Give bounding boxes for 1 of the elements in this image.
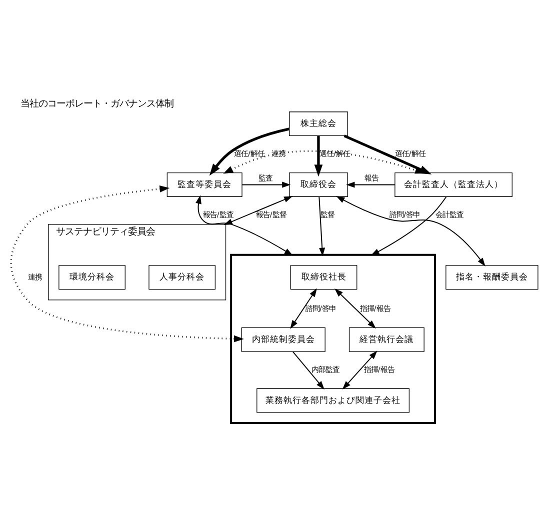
- diagram-title: 当社のコーポレート・ガバナンス体制: [20, 98, 174, 110]
